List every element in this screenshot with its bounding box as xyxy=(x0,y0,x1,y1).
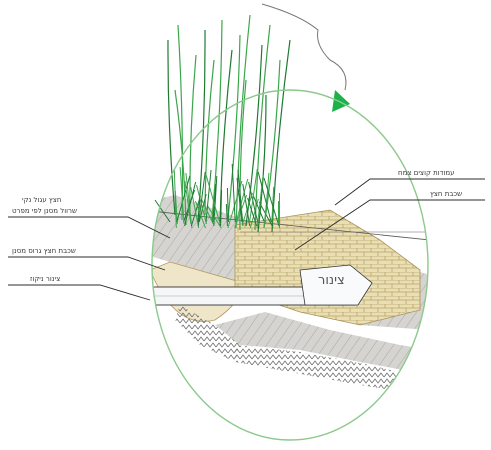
zigzag-lower-2 xyxy=(175,305,240,362)
leader-right-1 xyxy=(334,178,485,206)
grass-tuft-blade xyxy=(231,163,236,223)
grass-tuft-blade xyxy=(195,200,206,229)
grass-tuft-blade xyxy=(249,198,259,229)
grass-tuft-blade xyxy=(236,177,243,223)
grass-tuft-blade xyxy=(242,192,253,225)
leader-left-1 xyxy=(8,216,171,239)
grass-tuft-blade xyxy=(185,172,193,229)
grass-tuft-blade xyxy=(176,175,191,223)
grass-blade xyxy=(219,49,233,226)
label-round-gravel: חצץ עגול נקי xyxy=(22,196,62,204)
grass-tuft-blade xyxy=(226,187,229,223)
grass-tuft-blade xyxy=(257,171,272,223)
grass-tuft-blade xyxy=(213,175,218,227)
grass-blade xyxy=(254,24,271,231)
grass-tuft-blade xyxy=(179,166,185,225)
vine-line xyxy=(261,3,347,91)
grass-tuft-blade xyxy=(205,169,212,223)
grass-blade xyxy=(204,59,215,216)
leader-left-2 xyxy=(8,256,166,271)
grass-tuft-blade xyxy=(248,168,258,225)
lower-gravel xyxy=(215,312,428,375)
grass-tuft-blade xyxy=(205,174,221,225)
zigzag-lower-1 xyxy=(235,345,428,396)
label-filter-sleeve: שרוול מסנן לפי מפרט xyxy=(12,207,77,215)
leader-lines xyxy=(8,178,485,301)
grass-clump xyxy=(154,14,291,233)
grass-tuft-blade xyxy=(263,177,280,227)
label-pipe-inline: צינור xyxy=(318,273,345,288)
grass-tuft-blade xyxy=(220,189,223,227)
leader-left-3 xyxy=(8,284,151,301)
grass-tuft-blade xyxy=(248,181,259,223)
label-plant-columns: עמודות קוצים צמח xyxy=(398,169,455,177)
grass-blade xyxy=(235,14,251,229)
pipe-fitting xyxy=(299,264,373,306)
grass-blade xyxy=(263,59,281,229)
grass-tuft-blade xyxy=(173,168,177,229)
green-arrow-icon xyxy=(332,90,350,112)
grass-blade xyxy=(257,94,267,233)
grass-blade xyxy=(167,39,176,216)
grass-tuft-blade xyxy=(206,204,222,229)
grass-tuft-blade xyxy=(237,169,244,227)
grass-tuft-blade xyxy=(247,197,258,227)
grass-tuft-blade xyxy=(225,203,228,227)
label-crushed-gravel: שכבת חצץ גרוס מסנן xyxy=(12,247,76,255)
grass-blade xyxy=(211,19,223,221)
grass-tuft-blade xyxy=(252,195,265,223)
grass-blade xyxy=(174,89,187,226)
label-drain-pipe: צינור ניקוז xyxy=(30,275,61,283)
grass-tuft-blade xyxy=(184,180,192,225)
grass-tuft-blade xyxy=(197,171,206,227)
grass-tuft-blade xyxy=(256,174,264,229)
grass-tuft-blade xyxy=(235,178,249,225)
leader-right-2 xyxy=(294,199,485,251)
grass-tuft-blade xyxy=(200,198,214,225)
grass-tuft-blade xyxy=(227,180,243,229)
soil-layers xyxy=(152,195,428,396)
grass-tuft-blade xyxy=(190,195,201,227)
grass-tuft-blade xyxy=(263,188,269,229)
grass-blade xyxy=(227,34,241,219)
label-gravel-layer: שכבת חצץ xyxy=(430,190,463,198)
grass-blade xyxy=(189,54,197,219)
grass-tuft-blade xyxy=(154,199,171,223)
grass-tuft-blade xyxy=(183,189,196,223)
